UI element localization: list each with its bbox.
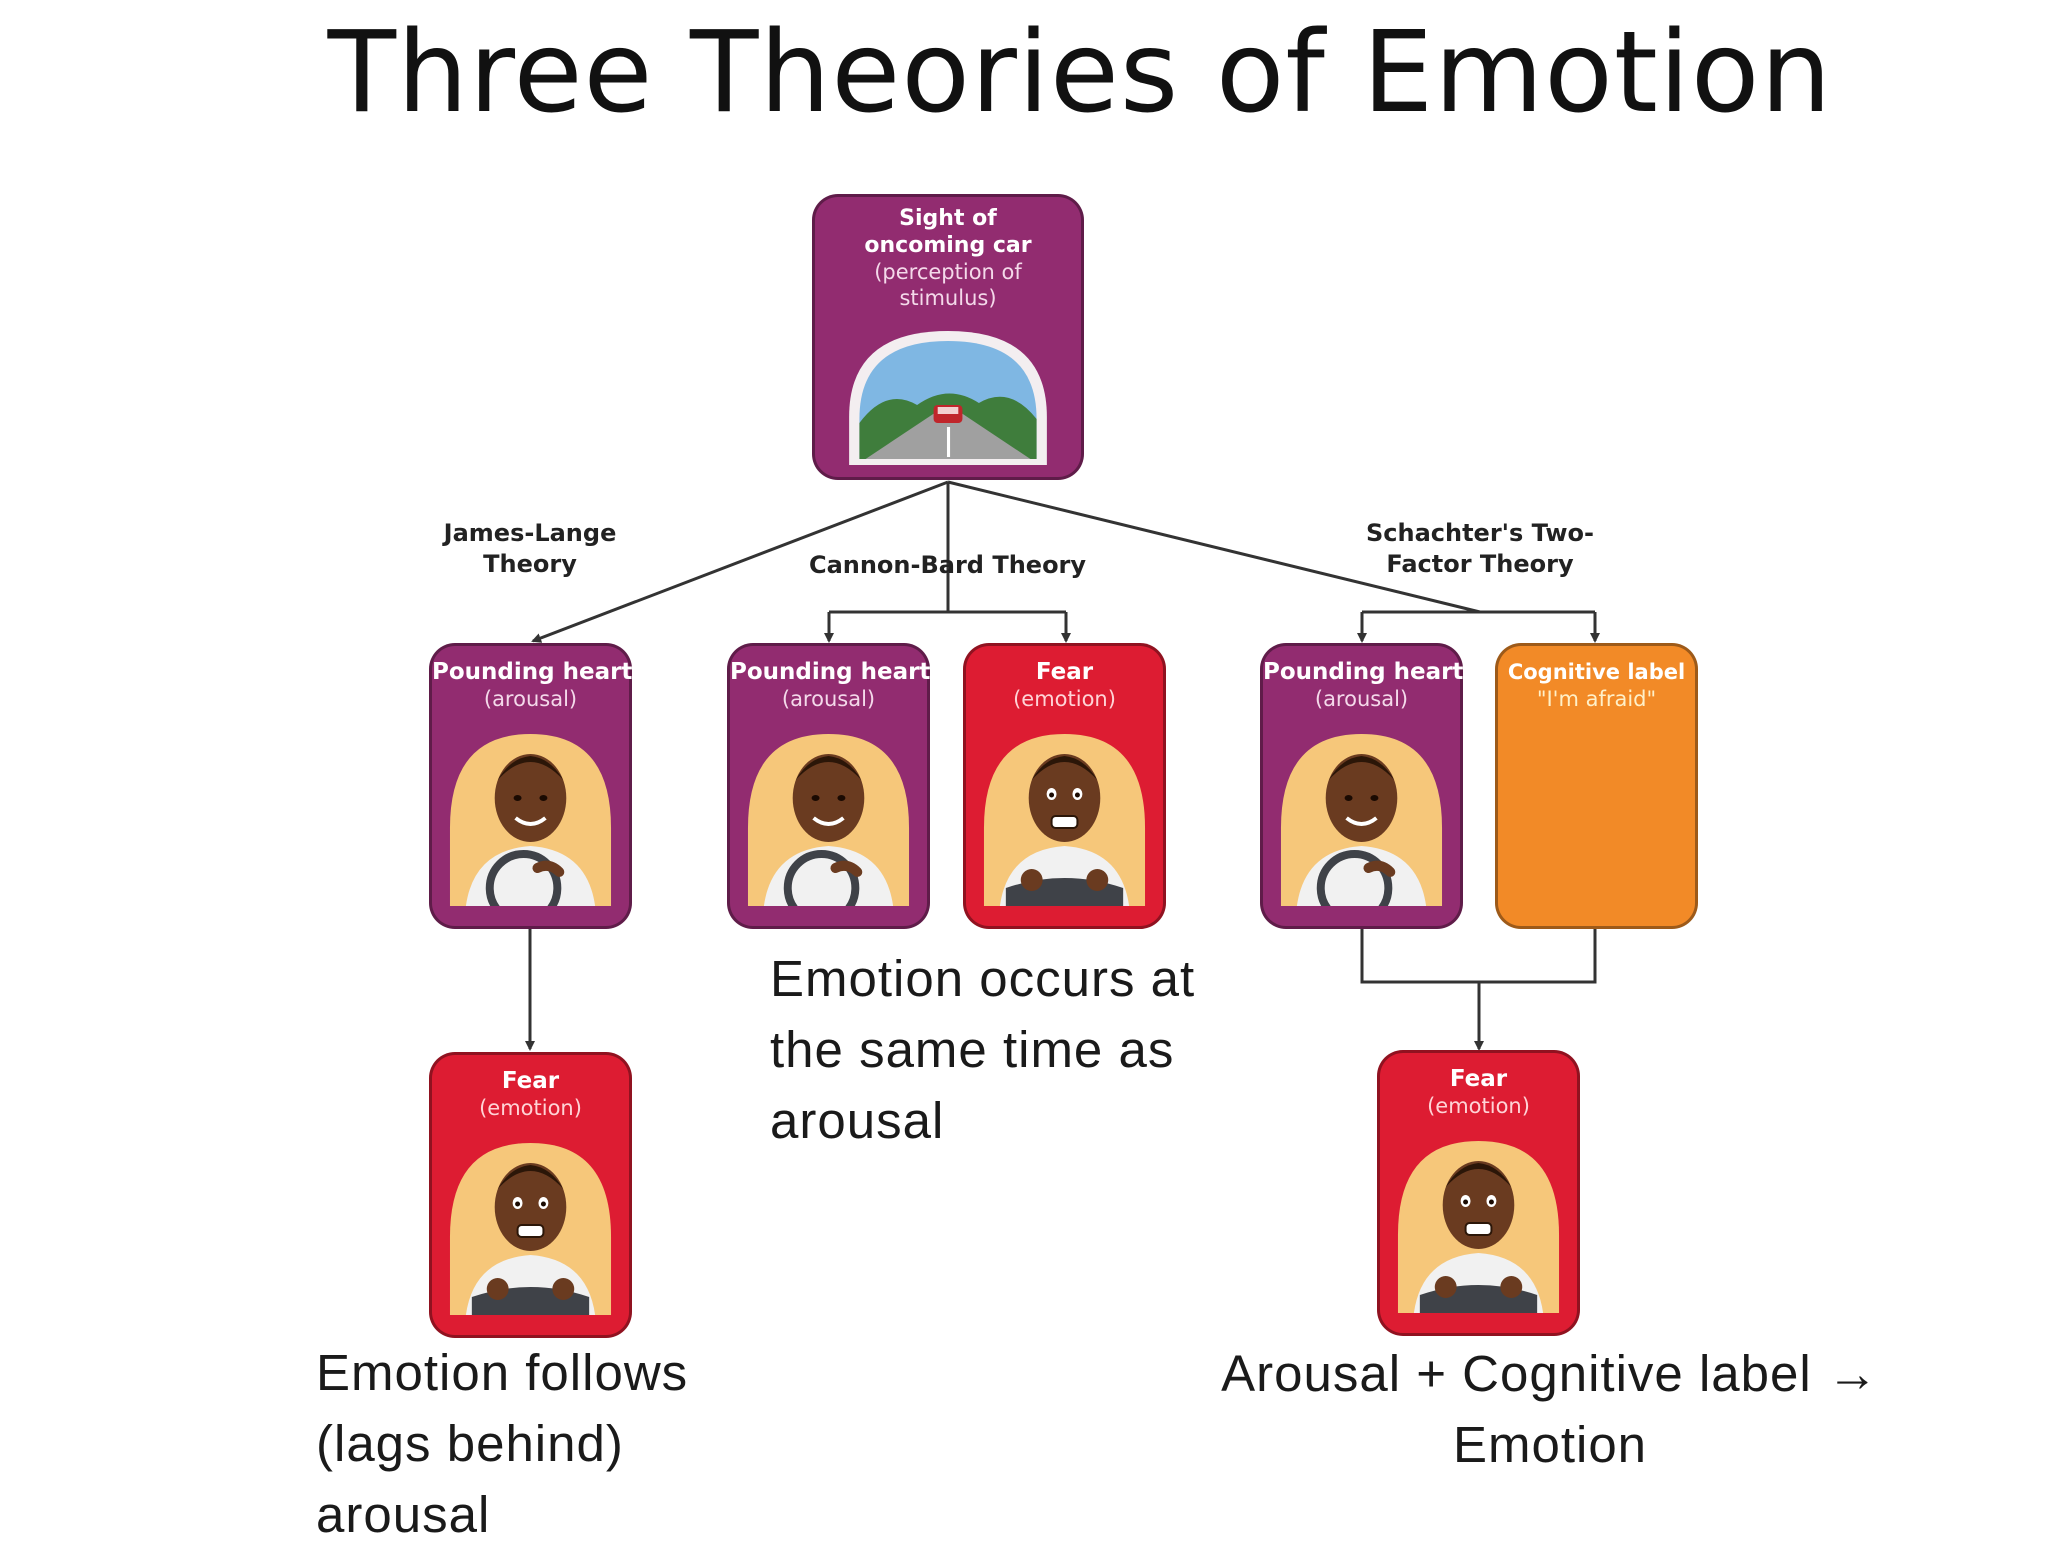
jl-arousal-sub: (arousal) <box>483 687 578 711</box>
sc-fear-card: Fear (emotion) <box>1377 1050 1580 1336</box>
label-cannon-bard: Cannon-Bard Theory <box>808 551 1087 579</box>
note-schachter-line1: Arousal + Cognitive label → <box>1221 1345 1879 1402</box>
stimulus-title: Sight of oncoming car <box>864 206 1032 258</box>
jl-arousal-title: Pounding heart <box>432 659 633 685</box>
jl-fear-sub: (emotion) <box>479 1096 582 1120</box>
cb-fear-card: Fear (emotion) <box>963 643 1166 929</box>
sc-cognitive-sub: "I'm afraid" <box>1536 687 1657 711</box>
note-cannon-bard: Emotion occurs at the same time as arous… <box>770 950 1196 1149</box>
cb-arousal-sub: (arousal) <box>781 687 876 711</box>
note-schachter-line2: Emotion <box>1452 1416 1648 1473</box>
label-james-lange: James-Lange Theory <box>443 519 617 578</box>
car-tunnel-illustration <box>845 327 1051 465</box>
cb-arousal-card: Pounding heart (arousal) <box>727 643 930 929</box>
jl-fear-title: Fear <box>501 1068 560 1094</box>
arrow-to-james-lange <box>531 480 949 643</box>
jl-arousal-card: Pounding heart (arousal) <box>429 643 632 929</box>
cb-fear-title: Fear <box>1035 659 1094 685</box>
line-to-schachter <box>947 480 1481 614</box>
sc-arousal-sub: (arousal) <box>1314 687 1409 711</box>
schachter-join-line <box>1360 928 1597 984</box>
calm-driver-illustration <box>744 728 913 906</box>
jl-fear-card: Fear (emotion) <box>429 1052 632 1338</box>
sc-fear-title: Fear <box>1449 1066 1508 1092</box>
scared-driver-illustration <box>446 1137 615 1315</box>
calm-driver-illustration <box>446 728 615 906</box>
label-schachter: Schachter's Two-Factor Theory <box>1365 519 1595 578</box>
slide-title: Three Theories of Emotion <box>327 8 1833 138</box>
sc-cognitive-title: Cognitive label <box>1507 660 1686 684</box>
sc-fear-sub: (emotion) <box>1427 1094 1530 1118</box>
stimulus-subtitle: (perception of stimulus) <box>874 260 1022 310</box>
stimulus-card: Sight of oncoming car (perception of sti… <box>812 194 1084 480</box>
cb-arousal-title: Pounding heart <box>730 659 931 685</box>
sc-arousal-card: Pounding heart (arousal) <box>1260 643 1463 929</box>
calm-driver-illustration <box>1277 728 1446 906</box>
scared-driver-illustration <box>1394 1135 1563 1313</box>
scared-driver-illustration <box>980 728 1149 906</box>
cb-fear-sub: (emotion) <box>1013 687 1116 711</box>
sc-arousal-title: Pounding heart <box>1263 659 1464 685</box>
note-james-lange: Emotion follows (lags behind) arousal <box>316 1344 689 1543</box>
sc-cognitive-card: Cognitive label "I'm afraid" <box>1495 643 1698 929</box>
